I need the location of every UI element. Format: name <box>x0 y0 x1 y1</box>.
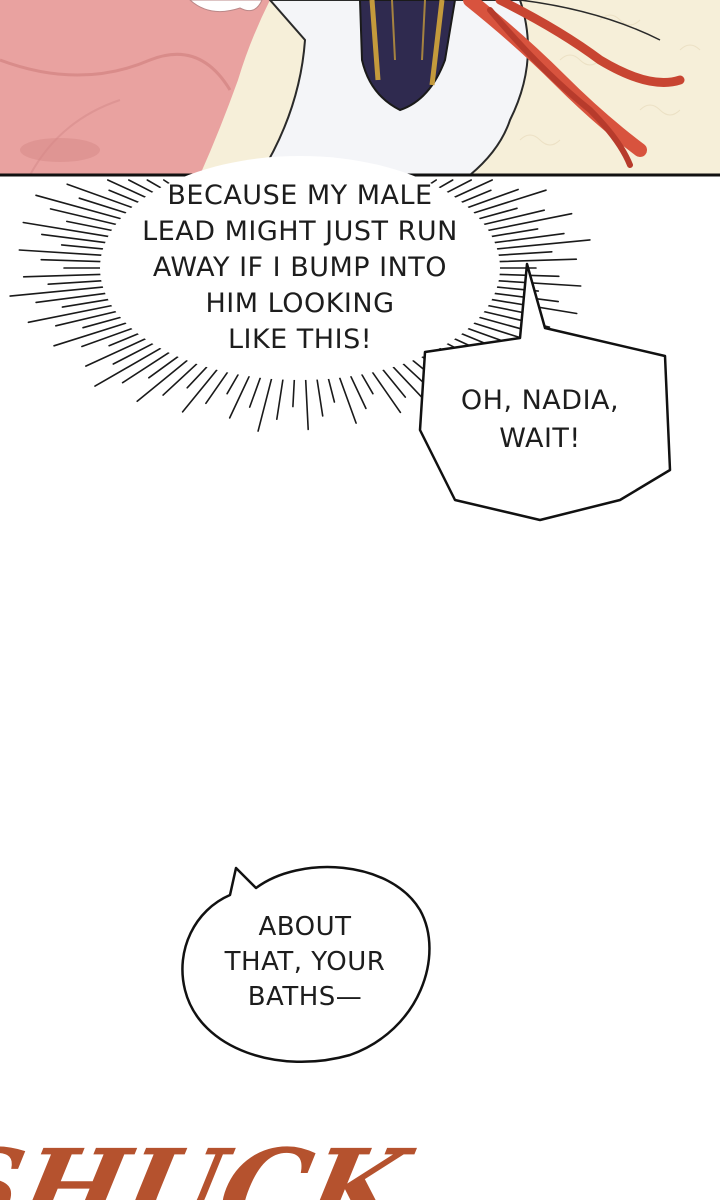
burst-ray <box>54 310 117 327</box>
svg-text:SHUCK: SHUCK <box>0 1126 422 1200</box>
burst-ray <box>304 379 310 431</box>
burst-ray <box>487 212 573 232</box>
burst-line: LEAD MIGHT JUST RUN <box>142 216 458 247</box>
burst-ray <box>49 208 117 226</box>
burst-line: LIKE THIS! <box>227 324 373 355</box>
burst-ray <box>108 189 139 203</box>
burst-ray <box>82 316 122 329</box>
burst-bubble-text: BECAUSE MY MALE LEAD MIGHT JUST RUN AWAY… <box>130 178 470 358</box>
sound-effect-text: SHUCK <box>0 1126 422 1200</box>
burst-ray <box>40 258 102 263</box>
burst-line: BECAUSE MY MALE <box>167 180 433 211</box>
burst-ray <box>9 286 104 297</box>
burst-ray <box>327 378 336 403</box>
burst-line: HIM LOOKING <box>205 288 395 319</box>
speech-bubble-right <box>418 262 672 522</box>
burst-ray <box>438 179 454 189</box>
burst-ray <box>81 327 133 348</box>
burst-ray <box>112 342 154 365</box>
burst-ray <box>66 220 113 232</box>
speech-line: BATHS— <box>247 982 363 1012</box>
burst-ray <box>497 279 582 287</box>
burst-ray <box>248 376 262 408</box>
speech-right-text: OH, NADIA, WAIT! <box>430 382 650 458</box>
burst-ray <box>146 179 162 189</box>
burst-ray <box>467 188 519 209</box>
burst-ray <box>18 249 103 256</box>
burst-ray <box>163 179 170 185</box>
burst-ray <box>460 189 492 203</box>
burst-ray <box>35 194 122 220</box>
speech-bubble-bottom <box>181 865 431 1063</box>
burst-ray <box>498 258 578 263</box>
burst-ray <box>292 379 296 408</box>
speech-line: WAIT! <box>499 423 581 454</box>
burst-ray <box>275 378 284 421</box>
burst-ray <box>483 209 546 226</box>
burst-ray <box>35 292 106 304</box>
burst-ray <box>53 322 127 347</box>
burst-ray <box>491 228 539 238</box>
burst-ray <box>226 373 239 395</box>
burst-ray <box>60 244 104 250</box>
speech-line: THAT, YOUR <box>224 947 386 977</box>
burst-ray <box>446 179 473 194</box>
burst-ray <box>136 359 188 403</box>
burst-line: AWAY IF I BUMP INTO <box>152 252 448 283</box>
burst-ray <box>205 371 229 405</box>
speech-line: OH, NADIA, <box>460 385 620 416</box>
burst-ray <box>66 183 133 209</box>
burst-ray <box>430 179 438 185</box>
burst-ray <box>162 363 198 396</box>
burst-ray <box>94 347 162 387</box>
burst-ray <box>85 338 146 367</box>
burst-ray <box>148 355 179 379</box>
burst-ray <box>493 232 565 244</box>
speech-bottom-text: ABOUT THAT, YOUR BATHS— <box>190 910 420 1015</box>
burst-ray <box>497 251 553 256</box>
burst-ray <box>338 376 357 424</box>
burst-ray <box>453 179 494 198</box>
burst-ray <box>107 179 146 198</box>
burst-ray <box>478 207 518 220</box>
burst-ray <box>121 351 170 384</box>
burst-ray <box>186 366 208 389</box>
burst-ray <box>40 233 106 244</box>
burst-ray <box>228 375 250 419</box>
burst-ray <box>316 378 324 417</box>
burst-ray <box>360 373 374 395</box>
burst-ray <box>78 197 127 214</box>
burst-ray <box>61 298 109 308</box>
burst-ray <box>181 369 218 413</box>
burst-ray <box>496 239 591 250</box>
speech-line: ABOUT <box>258 912 352 942</box>
burst-ray <box>349 375 367 410</box>
burst-ray <box>473 189 547 214</box>
burst-ray <box>382 369 407 398</box>
burst-ray <box>22 273 102 278</box>
burst-ray <box>371 371 402 414</box>
burst-ray <box>473 322 522 339</box>
burst-ray <box>47 279 103 286</box>
burst-ray <box>22 221 109 238</box>
burst-bubble <box>9 156 591 432</box>
burst-ray <box>27 304 113 324</box>
burst-ray <box>128 179 154 194</box>
top-panel <box>0 0 720 177</box>
burst-ray <box>257 378 273 432</box>
burst-ray <box>108 332 139 347</box>
